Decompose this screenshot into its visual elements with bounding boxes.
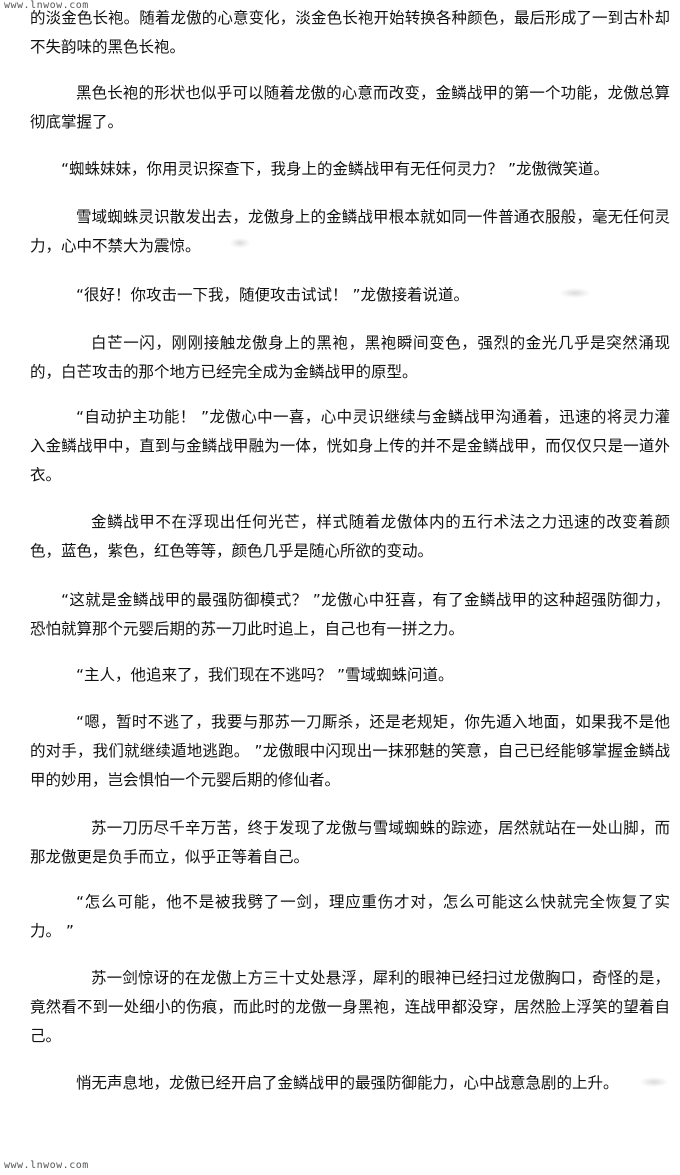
paragraph-14: 苏一剑惊讶的在龙傲上方三十丈处悬浮，犀利的眼神已经扫过龙傲胸口，奇怪的是，竟然看… — [30, 969, 670, 1045]
watermark-bottom: www.lnwow.com — [4, 1160, 89, 1171]
paragraph-8: 金鳞战甲不在浮现出任何光芒，样式随着龙傲体内的五行术法之力迅速的改变着颜色，蓝色… — [30, 513, 670, 560]
paragraph-10: “主人，他追来了，我们现在不逃吗？ ”雪域蜘蛛问道。 — [76, 666, 454, 684]
paragraph-15: 悄无声息地，龙傲已经开启了金鳞战甲的最强防御能力，心中战意急剧的上升。 — [76, 1074, 619, 1092]
scan-noise-3 — [640, 1077, 668, 1087]
paragraph-1: 的淡金色长袍。随着龙傲的心意变化，淡金色长袍开始转换各种颜色，最后形成了一到古朴… — [30, 9, 670, 56]
paragraph-13: “怎么可能，他不是被我劈了一剑，理应重伤才对，怎么可能这么快就完全恢复了实力。 … — [30, 893, 670, 940]
scan-noise-1 — [560, 288, 590, 298]
paragraph-4: 雪域蜘蛛灵识散发出去，龙傲身上的金鳞战甲根本就如同一件普通衣服般，毫无任何灵力，… — [30, 208, 670, 255]
paragraph-11: “嗯，暂时不逃了，我要与那苏一刀厮杀，还是老规矩，你先遁入地面，如果我不是他的对… — [30, 713, 670, 789]
paragraph-3: “蜘蛛妹妹，你用灵识探查下，我身上的金鳞战甲有无任何灵力？ ”龙傲微笑道。 — [61, 160, 609, 178]
paragraph-2: 黑色长袍的形状也似乎可以随着龙傲的心意而改变，金鳞战甲的第一个功能，龙傲总算彻底… — [30, 84, 670, 131]
paragraph-6: 白芒一闪，刚刚接触龙傲身上的黑袍，黑袍瞬间变色，强烈的金光几乎是突然涌现的，白芒… — [30, 334, 670, 381]
paragraph-9: “这就是金鳞战甲的最强防御模式？ ”龙傲心中狂喜，有了金鳞战甲的这种超强防御力，… — [30, 591, 670, 638]
watermark-top: www.lnwow.com — [4, 0, 89, 11]
paragraph-7: “自动护主功能！ ”龙傲心中一喜，心中灵识继续与金鳞战甲沟通着，迅速的将灵力灌入… — [30, 408, 670, 484]
paragraph-5: “很好！你攻击一下我，随便攻击试试！ ”龙傲接着说道。 — [76, 286, 469, 304]
scan-noise-2 — [230, 238, 250, 248]
paragraph-12: 苏一刀历尽千辛万苦，终于发现了龙傲与雪域蜘蛛的踪迹，居然就站在一处山脚，而那龙傲… — [30, 819, 670, 866]
